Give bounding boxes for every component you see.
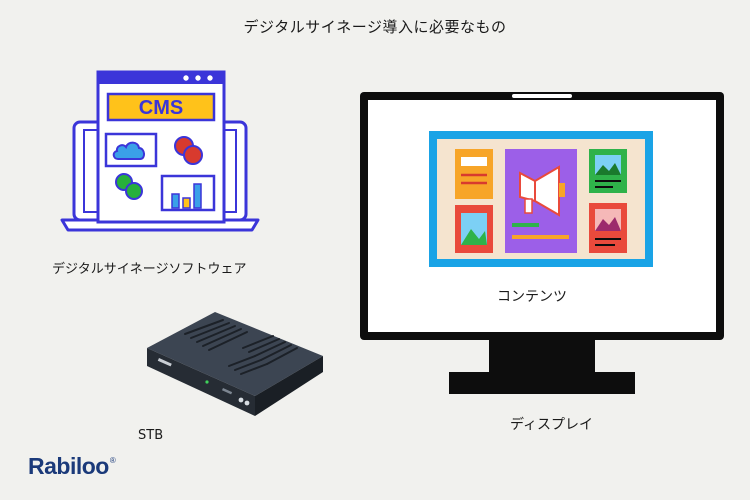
display-label: ディスプレイ <box>510 417 594 433</box>
logo-text: Rabiloo <box>28 453 109 479</box>
signage-content-icon <box>423 125 659 273</box>
stb-label: STB <box>138 428 164 443</box>
page-title: デジタルサイネージ導入に必要なもの <box>243 18 507 36</box>
software-label: デジタルサイネージソフトウェア <box>52 262 247 277</box>
set-top-box-icon <box>147 312 323 416</box>
laptop-cms-icon: CMS <box>60 70 260 232</box>
registered-mark: ® <box>109 456 116 465</box>
cms-badge: CMS <box>139 97 183 119</box>
rabiloo-logo: Rabiloo® <box>28 453 116 480</box>
contents-label: コンテンツ <box>497 289 567 305</box>
